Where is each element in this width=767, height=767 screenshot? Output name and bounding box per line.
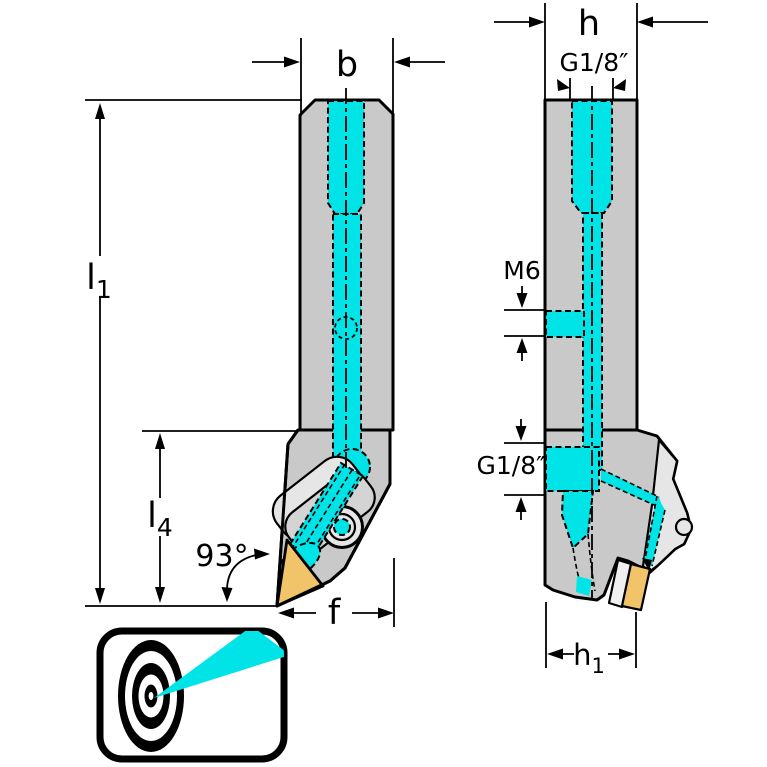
front-coolant-bore-narrow <box>332 213 362 461</box>
m6-arrow-up <box>516 338 528 353</box>
side-insert <box>620 562 652 612</box>
m6-label: M6 <box>503 256 540 285</box>
side-clamp-nose <box>674 517 694 537</box>
front-view <box>271 88 395 608</box>
l1-label-base: l <box>86 258 96 298</box>
front-head-outline-top <box>275 429 392 608</box>
h1-arrow-right <box>619 648 635 660</box>
g18-port-label: G1/8″ <box>477 451 546 480</box>
l1-label: l1 <box>86 258 112 304</box>
g18-top-arrow-right <box>613 79 626 91</box>
target-center <box>148 692 154 700</box>
l1-arrow-top <box>95 103 105 119</box>
h1-label: h1 <box>573 638 605 678</box>
h-label: h <box>578 4 600 44</box>
h1-label-base: h <box>573 638 591 672</box>
b-ext-lines <box>300 38 394 116</box>
h1-arrow-left <box>547 648 563 660</box>
h-ext-lines <box>544 3 638 100</box>
l1-label-sub: 1 <box>96 275 112 304</box>
side-coolant-channel-lower <box>560 490 595 550</box>
angle-arrow-top <box>254 548 270 560</box>
m6-ext-lines <box>504 309 545 337</box>
g18-port-ext-lines <box>504 442 545 496</box>
g18-port-arrow-down <box>515 426 527 441</box>
h1-ext-lines <box>545 602 637 668</box>
f-label: f <box>328 593 341 633</box>
f-arrow-left <box>278 607 294 619</box>
side-coolant-channel-diagonal <box>601 469 663 509</box>
side-coolant-outlet-lower <box>576 576 592 596</box>
b-arrow-left <box>284 56 300 68</box>
h-arrow-right <box>637 16 653 28</box>
angle-label: 93° <box>195 539 248 574</box>
side-view <box>543 86 694 612</box>
g18-port-arrow-up <box>515 497 527 512</box>
b-label: b <box>336 45 358 85</box>
side-coolant-channel-diagonal-dashes <box>600 468 664 510</box>
coolant-jet-cone <box>154 631 284 698</box>
precision-coolant-target-icon <box>96 627 288 763</box>
b-arrow-right <box>394 56 410 68</box>
side-coolant-port-g18 <box>545 446 600 492</box>
l4-label-base: l <box>147 496 157 536</box>
front-dimensions: b l1 l4 f 93° <box>85 38 445 633</box>
l4-arrow-top <box>155 433 165 449</box>
l4-arrow-bottom <box>155 587 165 603</box>
l4-label: l4 <box>147 496 173 542</box>
g18-top-arrow-left <box>557 79 570 91</box>
side-coolant-port-m6 <box>545 310 585 338</box>
l1-arrow-bottom <box>95 588 105 604</box>
side-coolant-jet-arrow <box>642 558 652 571</box>
angle-arrow-bottom <box>221 587 233 602</box>
m6-arrow-down <box>516 293 528 308</box>
side-dimensions: h G1/8″ M6 G1/8″ h1 <box>477 3 708 678</box>
front-clamp-screw-coolant <box>333 518 351 536</box>
h1-label-sub: 1 <box>592 654 605 678</box>
g18-top-ticks <box>569 78 614 101</box>
side-coolant-channel-bend <box>644 496 665 566</box>
l4-label-sub: 4 <box>157 513 173 542</box>
h-arrow-left <box>529 16 545 28</box>
g18-top-label: G1/8″ <box>560 48 629 77</box>
f-arrow-right <box>378 607 394 619</box>
side-coolant-channel-bend-dashes <box>644 495 666 567</box>
icon-target <box>118 631 284 752</box>
